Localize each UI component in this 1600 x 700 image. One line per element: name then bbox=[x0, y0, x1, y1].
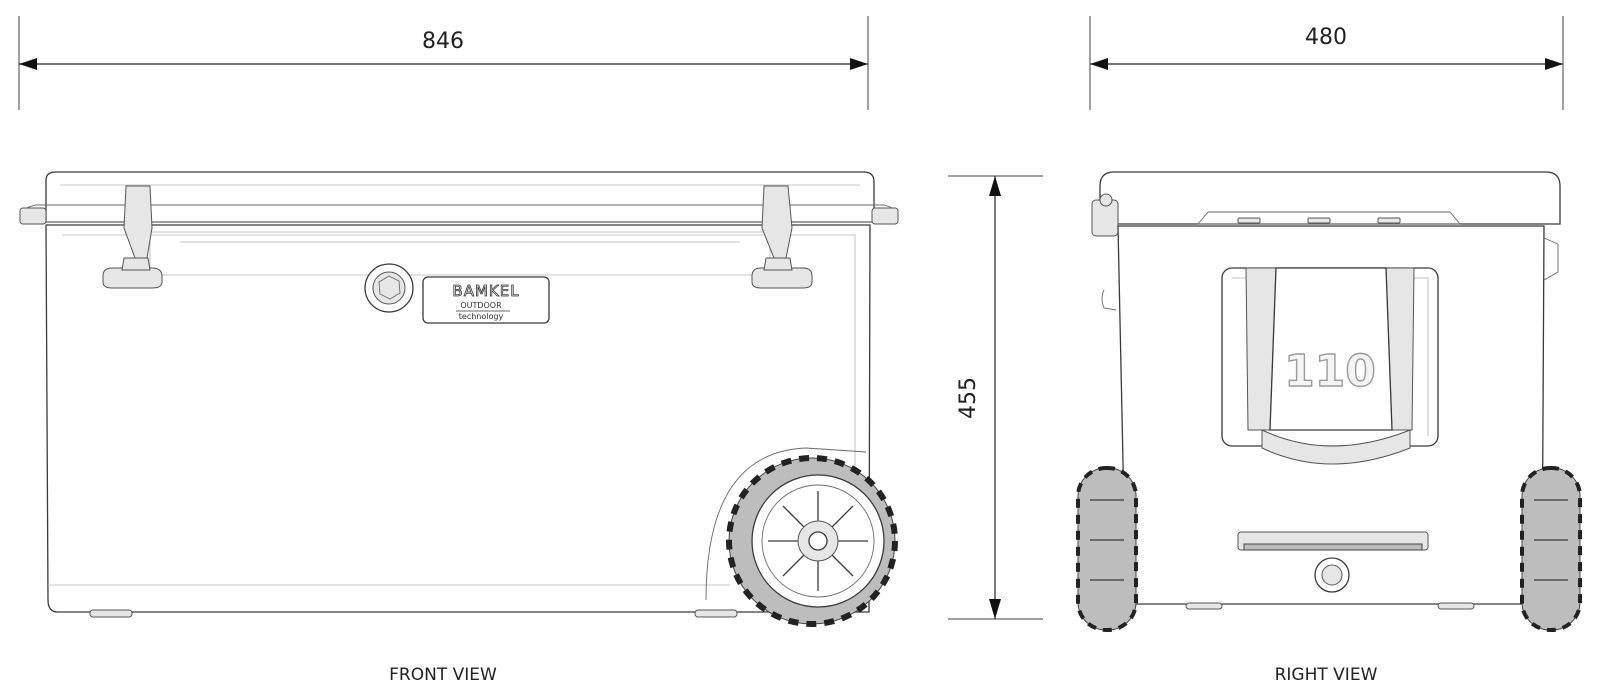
side-width-dimension: 480 bbox=[1089, 16, 1564, 110]
front-width-dimension: 846 bbox=[18, 16, 869, 110]
logo-line2-text: OUTDOOR bbox=[460, 301, 502, 310]
front-view-label: FRONT VIEW bbox=[389, 665, 497, 685]
side-wheel-right bbox=[1520, 466, 1582, 632]
side-emboss-number: 110 bbox=[1284, 346, 1376, 397]
height-dimension: 455 bbox=[948, 175, 1043, 620]
logo-brand-text: BAMKEL bbox=[452, 282, 519, 300]
height-label: 455 bbox=[956, 377, 981, 419]
front-width-label: 846 bbox=[422, 29, 464, 54]
side-wheel-left bbox=[1076, 466, 1138, 632]
right-view-drawing: 110 bbox=[1076, 171, 1582, 632]
logo-plate bbox=[422, 276, 550, 324]
right-view-label: RIGHT VIEW bbox=[1275, 665, 1378, 685]
front-wheel bbox=[726, 455, 898, 627]
front-view-drawing: BAMKEL OUTDOOR technology bbox=[19, 171, 899, 627]
side-width-label: 480 bbox=[1305, 25, 1347, 50]
logo-line3-text: technology bbox=[459, 312, 504, 321]
